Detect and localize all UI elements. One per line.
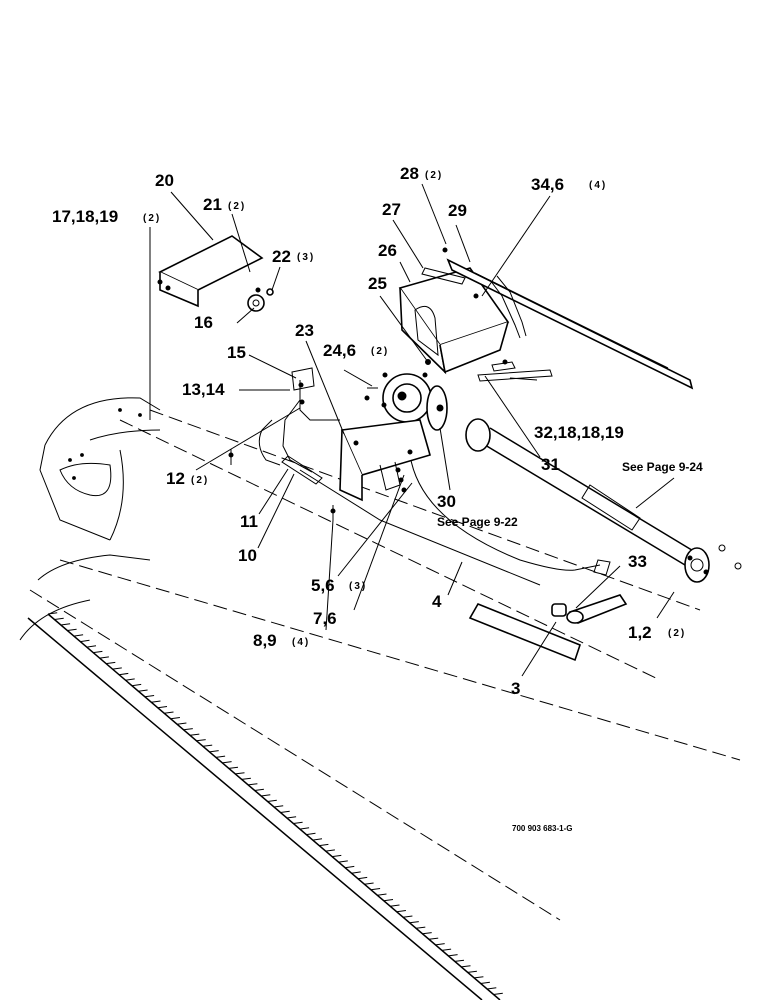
callout-3: 3 [511, 679, 520, 698]
callout-11: 11 [240, 512, 258, 531]
callout-5-6: 5,6 [311, 576, 335, 595]
callout-29: 29 [448, 201, 467, 220]
callout-23: 23 [295, 321, 314, 340]
callout-12: 12 [166, 469, 185, 488]
header-frame [19, 397, 741, 921]
callout-7-6: 7,6 [313, 609, 337, 628]
shield-20 [157, 235, 274, 312]
gearbox-shield-26 [398, 247, 694, 390]
callout-27: 27 [382, 200, 401, 219]
callout-20: 20 [155, 171, 174, 190]
callout-24-6: 24,6 [323, 341, 356, 360]
callout-33: 33 [628, 552, 647, 571]
callout-16: 16 [194, 313, 213, 332]
note-see-page-9-22: See Page 9-22 [437, 515, 518, 529]
callout-30: 30 [437, 492, 456, 511]
qty-28: (2) [425, 170, 443, 181]
qty-22: (3) [297, 252, 315, 263]
callout-34-6: 34,6 [531, 175, 564, 194]
qty-1: (2) [668, 628, 686, 639]
linkage [228, 367, 340, 520]
callout-15: 15 [227, 343, 246, 362]
callout-1-2: 1,2 [628, 623, 652, 642]
callout-28: 28 [400, 164, 419, 183]
control-cable [299, 454, 611, 586]
drive-shaft [465, 418, 742, 583]
callout-17-18-19: 17,18,19 [52, 207, 118, 226]
drawing-part-number: 700 903 683-1-G [512, 824, 573, 833]
note-see-page-9-24: See Page 9-24 [622, 460, 703, 474]
callout-8-9: 8,9 [253, 631, 277, 650]
qty-8: (4) [292, 637, 310, 648]
sickle-bar [27, 612, 503, 1000]
qty-12: (2) [191, 475, 209, 486]
mount-plate-23 [339, 419, 431, 502]
callout-labels: 20 17,18,19 (2) 21 (2) 22 (3) 16 28 (2) … [52, 164, 703, 833]
qty-5: (3) [349, 581, 367, 592]
lower-bracket [468, 594, 628, 662]
callout-32-18-18-19: 32,18,18,19 [534, 423, 624, 442]
callout-22: 22 [272, 247, 291, 266]
callout-21: 21 [203, 195, 222, 214]
leader-lines [149, 183, 675, 677]
gearbox-30 [364, 359, 448, 431]
callout-31: 31 [541, 455, 560, 474]
qty-17: (2) [143, 213, 161, 224]
callout-13-14: 13,14 [182, 380, 225, 399]
qty-24: (2) [371, 346, 389, 357]
callout-10: 10 [238, 546, 257, 565]
qty-21: (2) [228, 201, 246, 212]
callout-4: 4 [432, 592, 442, 611]
callout-25: 25 [368, 274, 387, 293]
callout-26: 26 [378, 241, 397, 260]
qty-34: (4) [589, 180, 607, 191]
